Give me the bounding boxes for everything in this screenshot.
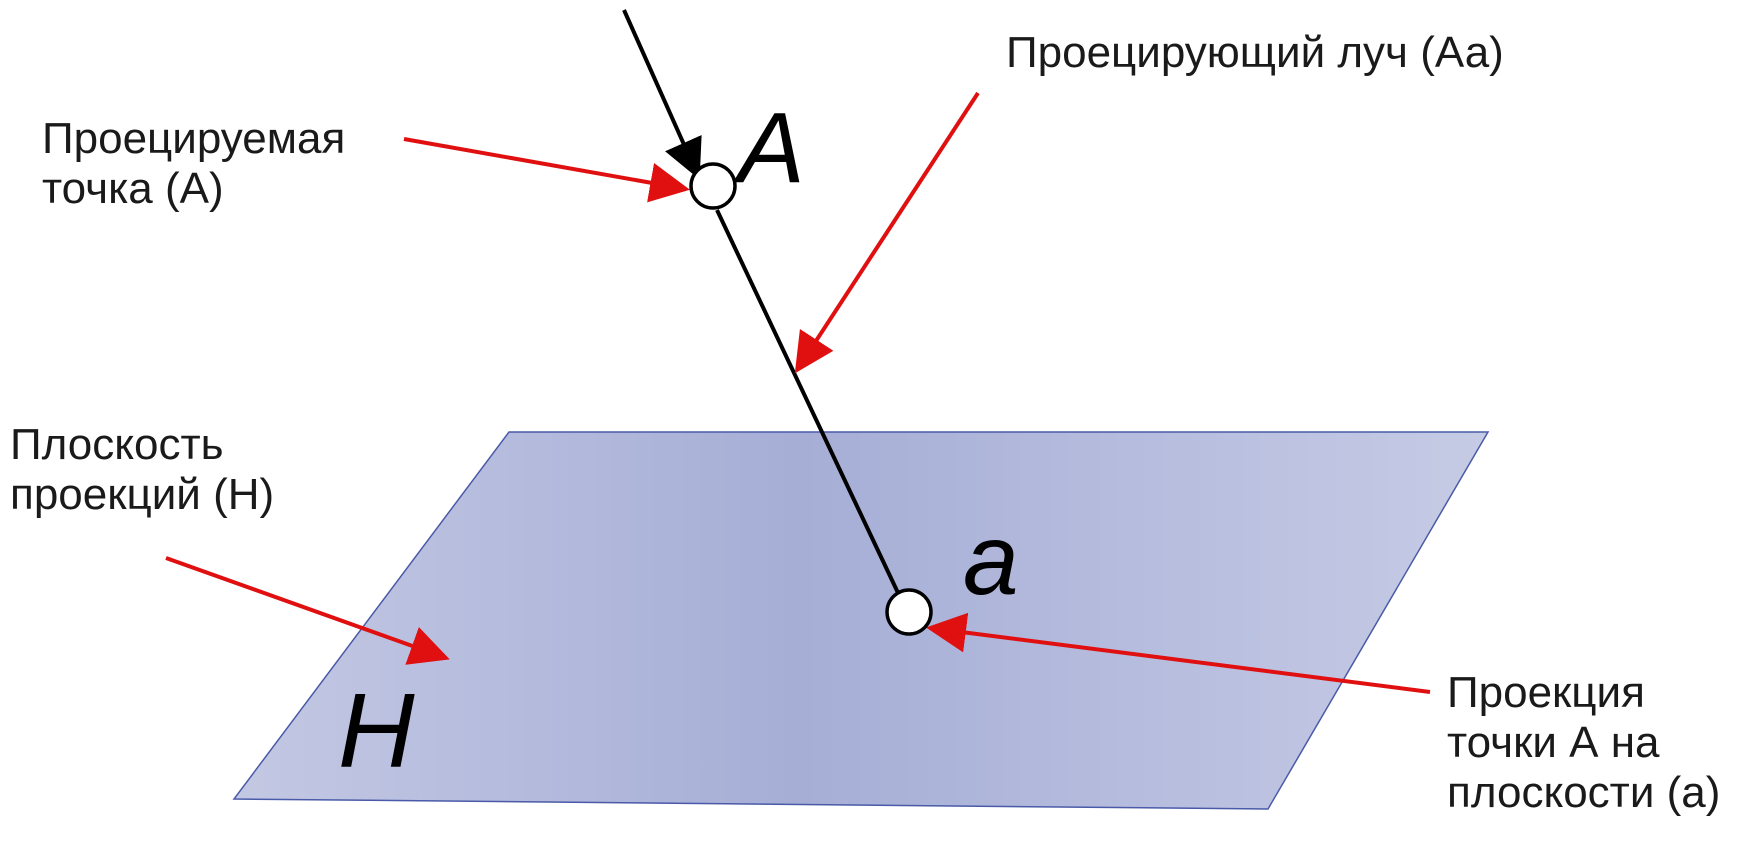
label-projected-point: Проецируемая точка (A)	[42, 114, 345, 214]
projection-plane	[232, 431, 1490, 810]
label-projection-plane-line1: Плоскость	[10, 420, 224, 469]
label-projected-point-line1: Проецируемая	[42, 114, 346, 163]
arrow-to-point-a	[926, 612, 1431, 694]
arrow-to-point-A	[403, 137, 690, 203]
label-projection-of-point-line1: Проекция	[1447, 668, 1645, 717]
projecting-ray-segment	[715, 209, 901, 596]
arrow-to-plane	[165, 556, 450, 665]
point-A-marker	[689, 162, 737, 210]
label-projecting-ray: Проецирующий луч (Аа)	[1006, 28, 1504, 78]
label-projection-of-point-line2: точки А на	[1447, 718, 1660, 767]
point-a-marker	[885, 588, 933, 636]
label-projecting-ray-text: Проецирующий луч (Аа)	[1006, 28, 1504, 77]
projecting-ray-upper	[622, 9, 702, 180]
letter-a: a	[963, 504, 1019, 616]
label-projection-of-point: Проекция точки А на плоскости (а)	[1447, 668, 1720, 818]
label-projection-of-point-line3: плоскости (а)	[1447, 768, 1721, 817]
label-projection-plane-line2: проекций (H)	[10, 470, 275, 519]
arrow-to-ray	[794, 91, 980, 374]
letter-H: H	[338, 672, 415, 790]
label-projected-point-line2: точка (A)	[42, 164, 224, 213]
label-projection-plane: Плоскость проекций (H)	[10, 420, 274, 520]
letter-A: A	[738, 92, 805, 204]
